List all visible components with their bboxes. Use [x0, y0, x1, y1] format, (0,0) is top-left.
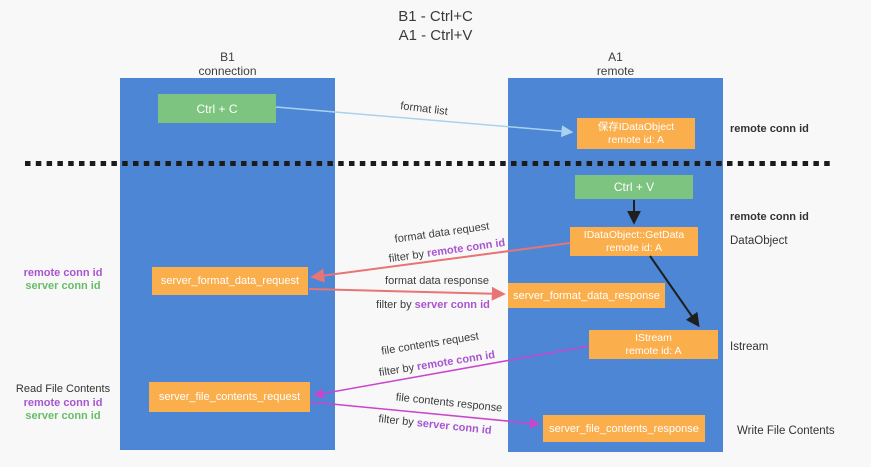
read-file-contents-annotation: Read File Contents: [15, 383, 111, 395]
filter-by-text: filter by: [378, 361, 419, 380]
server-conn-id-annotation-left-2: server conn id: [25, 410, 101, 422]
istream-box: IStream remote id: A: [589, 330, 718, 359]
lane-header-b1: B1 connection: [120, 50, 335, 78]
getdata-line2: remote id: A: [605, 241, 663, 254]
dataobject-annotation: DataObject: [730, 235, 788, 247]
format-data-response-arrow: [308, 286, 506, 301]
idataobject-getdata-box: IDataObject::GetData remote id: A: [570, 227, 698, 256]
save-idataobject-line1: 保存IDataObject: [597, 120, 675, 133]
write-file-contents-annotation: Write File Contents: [737, 425, 835, 437]
istream-line1: IStream: [635, 331, 672, 344]
lane-b1-role: connection: [198, 64, 257, 78]
file-contents-response-label: file contents response: [395, 391, 503, 415]
server-file-contents-request-box: server_file_contents_request: [149, 382, 310, 412]
istream-line2: remote id: A: [625, 344, 682, 357]
left-conn-id-stack-2: remote conn id server conn id: [10, 397, 116, 423]
title-line-2: A1 - Ctrl+V: [398, 27, 473, 44]
remote-conn-id-annotation-top: remote conn id: [730, 123, 809, 135]
lane-a1-name: A1: [608, 50, 623, 64]
remote-conn-id-text: remote conn id: [416, 348, 496, 374]
diagram-title: B1 - Ctrl+C A1 - Ctrl+V: [0, 7, 871, 45]
ctrl-c-box: Ctrl + C: [158, 94, 276, 123]
format-data-response-label: format data response: [385, 275, 489, 287]
save-idataobject-line2: remote id: A: [607, 133, 665, 146]
filter-by-text: filter by: [376, 299, 415, 311]
server-file-contents-response-box: server_file_contents_response: [543, 415, 705, 442]
server-file-contents-response-label: server_file_contents_response: [549, 422, 699, 435]
left-conn-id-stack-1: remote conn id server conn id: [10, 267, 116, 293]
ctrl-c-label: Ctrl + C: [196, 101, 238, 116]
save-idataobject-box: 保存IDataObject remote id: A: [577, 118, 695, 149]
server-conn-id-annotation-left-1: server conn id: [25, 280, 101, 292]
server-format-data-response-box: server_format_data_response: [508, 283, 665, 308]
remote-conn-id-annotation-mid: remote conn id: [730, 211, 809, 223]
ctrl-v-box: Ctrl + V: [575, 175, 693, 199]
getdata-line1: IDataObject::GetData: [583, 228, 685, 241]
title-line-1: B1 - Ctrl+C: [398, 8, 473, 25]
lane-a1-role: remote: [596, 64, 635, 78]
lane-header-a1: A1 remote: [508, 50, 723, 78]
remote-conn-id-annotation-left-1: remote conn id: [23, 267, 103, 279]
filter-by-server-conn-id-label-1: filter by server conn id: [376, 299, 490, 311]
istream-annotation: Istream: [730, 341, 769, 353]
server-file-contents-request-label: server_file_contents_request: [158, 391, 301, 403]
remote-conn-id-text: remote conn id: [426, 236, 506, 260]
server-format-data-response-label: server_format_data_response: [513, 289, 660, 302]
server-conn-id-text: server conn id: [416, 417, 493, 437]
server-format-data-request-label: server_format_data_request: [160, 275, 300, 287]
filter-by-server-conn-id-label-2: filter by server conn id: [378, 413, 492, 437]
remote-conn-id-annotation-left-2: remote conn id: [23, 397, 103, 409]
lane-b1-name: B1: [220, 50, 235, 64]
format-list-label: format list: [399, 100, 449, 118]
filter-by-text: filter by: [388, 247, 428, 266]
filter-by-text: filter by: [377, 413, 418, 430]
ctrl-v-label: Ctrl + V: [613, 180, 655, 194]
server-conn-id-text: server conn id: [414, 299, 490, 311]
server-format-data-request-box: server_format_data_request: [152, 267, 308, 295]
